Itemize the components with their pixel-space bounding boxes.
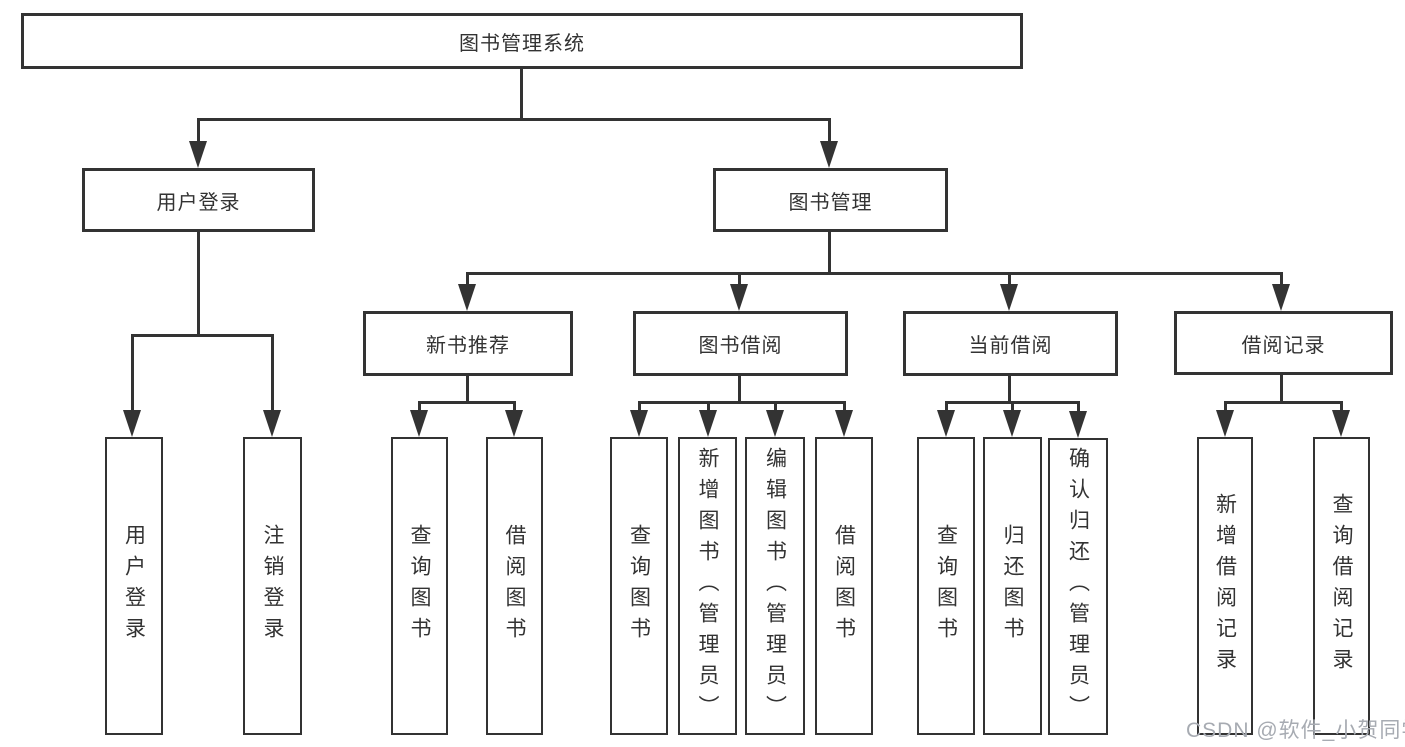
leaf-borrow-books-borrowing: 借阅图书 [815, 437, 873, 735]
node-book-borrowing: 图书借阅 [633, 311, 848, 376]
leaf-label: 查询图书 [408, 524, 431, 648]
connector-user-login-down [197, 232, 200, 336]
arrowhead-to-leaf-return-books [1003, 410, 1021, 437]
leaf-logout: 注销登录 [243, 437, 302, 735]
leaf-query-borrow-record: 查询借阅记录 [1313, 437, 1370, 735]
leaf-label: 新增图书（管理员） [696, 446, 719, 726]
arrowhead-to-leaf-confirm-return [1069, 411, 1087, 438]
connector-leaf-stem [774, 403, 777, 412]
leaf-add-borrow-record: 新增借阅记录 [1197, 437, 1253, 735]
node-book-management: 图书管理 [713, 168, 948, 232]
csdn-watermark: CSDN @软件_小贺同学 [1186, 719, 1405, 742]
connector-records-rail [1224, 401, 1343, 404]
connector-borrowing-rail [638, 401, 846, 404]
arrowhead-to-leaf-add-books [699, 410, 717, 437]
leaf-label: 查询借阅记录 [1330, 493, 1353, 679]
connector-leaf-stem [1077, 403, 1080, 412]
leaf-query-books-recommend: 查询图书 [391, 437, 448, 735]
leaf-label: 编辑图书（管理员） [763, 446, 787, 726]
node-label: 图书借阅 [698, 335, 783, 357]
connector-level3-stem [1008, 274, 1011, 286]
leaf-user-login: 用户登录 [105, 437, 163, 735]
node-new-book-recommend: 新书推荐 [363, 311, 573, 376]
arrowhead-to-leaf-query-borrow-record [1332, 410, 1350, 437]
connector-level3-stem [466, 274, 469, 286]
connector-root-rail [197, 118, 831, 121]
node-user-login: 用户登录 [82, 168, 315, 232]
connector-book-management-stem [828, 120, 831, 144]
arrowhead-to-leaf-borrow-books-borrowing [835, 410, 853, 437]
arrowhead-to-book-borrowing [730, 284, 748, 311]
connector-user-login-rail [131, 334, 274, 337]
connector-leaf-stem [707, 403, 710, 412]
connector-book-management-rail [466, 272, 1283, 275]
arrowhead-to-leaf-query-books-recommend [410, 410, 428, 437]
connector-leaf-stem [945, 403, 948, 412]
node-label: 借阅记录 [1241, 334, 1326, 357]
arrowhead-to-leaf-user-login [123, 410, 141, 437]
arrowhead-to-leaf-edit-books [766, 410, 784, 437]
arrowhead-to-current-borrowing [1000, 284, 1018, 311]
leaf-add-books-admin: 新增图书（管理员） [678, 437, 737, 735]
arrowhead-to-borrowing-records [1272, 284, 1290, 311]
connector-leaf-stem [1224, 403, 1227, 412]
connector-user-login-stem [197, 120, 200, 144]
connector-recommend-rail [418, 401, 516, 404]
arrowhead-to-leaf-logout [263, 410, 281, 437]
node-library-management-system: 图书管理系统 [21, 13, 1023, 69]
leaf-label: 借阅图书 [503, 524, 526, 648]
leaf-label: 用户登录 [122, 524, 146, 648]
arrowhead-to-user-login [189, 141, 207, 168]
connector-leaf-stem [1011, 403, 1014, 412]
connector-level3-stem [1280, 274, 1283, 286]
connector-leaf-stem [418, 403, 421, 412]
node-borrowing-records: 借阅记录 [1174, 311, 1393, 375]
leaf-return-books: 归还图书 [983, 437, 1042, 735]
leaf-edit-books-admin: 编辑图书（管理员） [745, 437, 805, 735]
leaf-borrow-books-recommend: 借阅图书 [486, 437, 543, 735]
connector-leaf-stem [131, 336, 134, 412]
leaf-label: 查询图书 [627, 524, 651, 648]
leaf-confirm-return-admin: 确认归还（管理员） [1048, 438, 1108, 735]
connector-level3-stem [738, 274, 741, 286]
connector-book-management-down [828, 232, 831, 274]
node-label: 图书管理系统 [459, 32, 585, 55]
leaf-query-books-borrowing: 查询图书 [610, 437, 668, 735]
leaf-label: 新增借阅记录 [1213, 493, 1237, 679]
node-label: 新书推荐 [426, 335, 510, 357]
connector-borrowing-down [738, 376, 741, 403]
leaf-label: 归还图书 [1001, 524, 1024, 648]
node-label: 图书管理 [788, 191, 873, 214]
arrowhead-to-leaf-query-books-borrowing [630, 410, 648, 437]
leaf-label: 注销登录 [261, 524, 284, 648]
connector-records-down [1280, 375, 1283, 403]
leaf-label: 确认归还（管理员） [1066, 447, 1090, 726]
node-current-borrowing: 当前借阅 [903, 311, 1118, 376]
arrowhead-to-book-management [820, 141, 838, 168]
connector-current-rail [945, 401, 1080, 404]
leaf-query-books-current: 查询图书 [917, 437, 975, 735]
connector-leaf-stem [1340, 403, 1343, 412]
arrowhead-to-leaf-borrow-books-recommend [505, 410, 523, 437]
connector-leaf-stem [271, 336, 274, 412]
connector-leaf-stem [638, 403, 641, 412]
connector-root-stem [520, 69, 523, 120]
connector-recommend-down [466, 376, 469, 403]
leaf-label: 借阅图书 [832, 524, 856, 648]
arrowhead-to-leaf-add-borrow-record [1216, 410, 1234, 437]
connector-leaf-stem [513, 403, 516, 412]
connector-leaf-stem [843, 403, 846, 412]
arrowhead-to-new-book-recommend [458, 284, 476, 311]
node-label: 当前借阅 [968, 335, 1053, 357]
node-label: 用户登录 [156, 191, 241, 214]
leaf-label: 查询图书 [934, 524, 958, 648]
connector-current-down [1008, 376, 1011, 403]
arrowhead-to-leaf-query-books-current [937, 410, 955, 437]
